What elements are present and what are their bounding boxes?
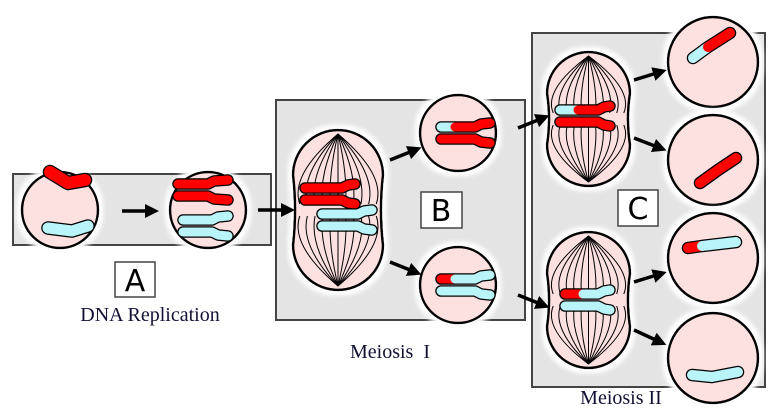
spindle-fiber [588,124,626,183]
chromatid-segment [178,211,233,225]
chromatid [41,219,95,238]
label-b-box: B [420,191,463,229]
label-a-box: A [114,261,156,299]
cell [418,245,498,325]
spindle-fiber [588,305,619,365]
dividing-cell [545,230,632,370]
cell-membrane [545,230,632,370]
chromatid [685,365,745,384]
spindle-fiber [573,124,589,183]
chromatid-segment [436,286,495,300]
arrow [633,67,667,82]
label-c-box: C [617,189,659,227]
chromatid [435,269,496,285]
chromatid [693,151,743,190]
chromatid [42,164,93,191]
label-a: A [125,264,146,299]
arrow [633,269,667,284]
spindle-fiber [337,133,371,205]
chromatid [435,285,496,301]
chromatid [177,226,234,242]
chromatid [172,174,234,190]
spindle-fiber [337,215,371,287]
spindle-fiber [551,55,589,114]
chromatid-segment [687,367,743,382]
spindle-fiber [588,55,619,114]
chromatid-segment [573,101,615,115]
spindle-fiber [551,124,589,183]
chromatid-segment [560,301,615,315]
spindle-fiber [588,235,626,295]
spindle-fiber [558,305,589,365]
spindle-fiber [551,305,589,365]
spindle-fiber [558,235,589,295]
arrow [517,114,550,130]
chromatid-segment [578,285,615,299]
chromatid-segment [42,220,94,237]
spindle-fiber [588,235,619,295]
caption-meiosis-2: Meiosis II [580,387,662,409]
chromatid-segment [300,179,360,193]
arrow [517,293,550,309]
chromatid [559,284,616,300]
chromatid-segment [695,153,741,188]
chromatid [435,133,496,149]
spindle-fiber [337,133,363,205]
chromatid [177,210,234,226]
chromatid-segment [450,118,495,132]
spindle-fiber [580,124,589,183]
spindle-fiber [588,55,626,114]
chromatid [435,117,496,133]
chromatid-segment [173,191,233,205]
chromatid [554,100,616,116]
spindle-fiber [313,215,339,287]
spindle-fiber [297,133,339,205]
label-c: C [628,192,649,227]
cell [666,113,760,207]
spindle-fiber [588,124,619,183]
label-b: B [431,194,452,229]
spindle-fiber [337,215,379,287]
chromatid-segment [317,205,377,219]
chromatid [316,220,378,236]
arrow [633,328,667,346]
chromatid-segment [44,166,91,189]
caption-dna-replication: DNA Replication [80,304,219,326]
spindle-fiber [588,124,597,183]
chromatid-segment [300,195,360,209]
arrow [389,146,422,162]
caption-meiosis-1: Meiosis I [350,341,430,363]
chromatid-segment [450,270,495,284]
arrow [389,260,422,276]
spindle-fiber [305,215,339,287]
cell [666,311,760,405]
cell [666,15,760,109]
chromatid [559,300,616,316]
chromatid [554,116,616,132]
spindle-fiber [558,124,589,183]
chromatid [316,204,378,220]
arrow [633,136,667,153]
spindle-fiber [565,124,589,183]
chromatid-segment [555,117,615,131]
chromatid-segment [178,227,233,241]
chromatid [299,194,361,210]
chromatid-segment [436,134,495,148]
chromatid-segment [317,221,377,235]
chromatid-segment [703,28,735,52]
chromatid [681,235,743,255]
chromatid-segment [173,175,233,189]
chromatid-segment [697,237,741,251]
cell [418,93,498,173]
chromatid [172,190,234,206]
cell [666,211,760,305]
chromatid [686,26,737,65]
chromatid [299,178,361,194]
spindle-fiber [551,235,589,295]
spindle-fiber [297,215,339,287]
spindle-fiber [337,133,379,205]
spindle-fiber [588,305,626,365]
